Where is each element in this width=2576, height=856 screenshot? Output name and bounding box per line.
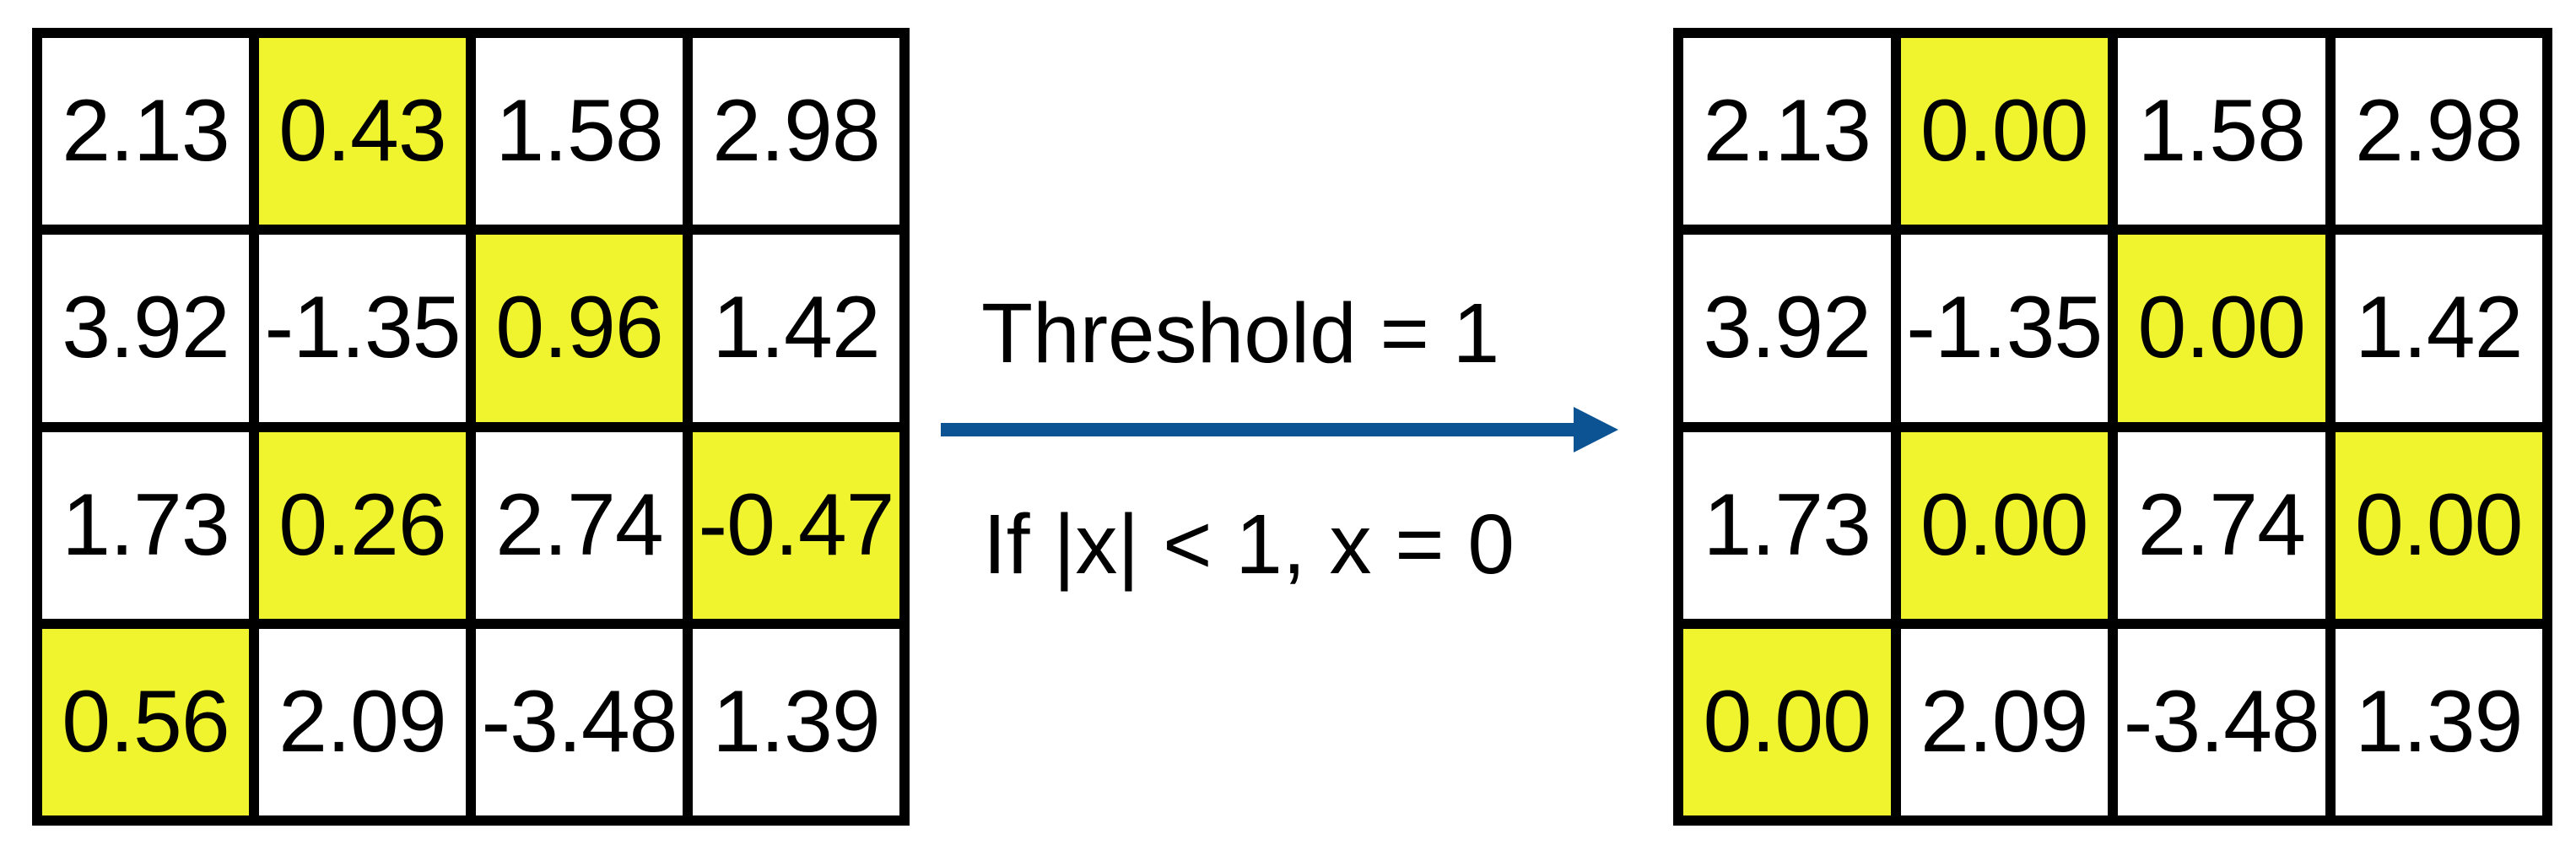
matrix-cell: 3.92 [32, 225, 259, 432]
matrix-cell: -0.47 [683, 421, 910, 629]
table-row: 2.13 0.43 1.58 2.98 [32, 27, 910, 236]
matrix-cell: 2.13 [1673, 27, 1901, 236]
matrix-cell: 0.00 [2325, 421, 2552, 629]
matrix-cell: 1.73 [32, 421, 259, 629]
table-row: 2.13 0.00 1.58 2.98 [1673, 27, 2552, 236]
matrix-cell: 0.00 [1890, 27, 2118, 236]
matrix-cell: 0.56 [32, 618, 259, 826]
rule-label: If |x| < 1, x = 0 [983, 497, 1515, 592]
matrix-cell: 1.58 [2108, 27, 2336, 236]
matrix-cell: 0.43 [249, 27, 476, 236]
matrix-cell: 1.42 [683, 225, 910, 432]
input-matrix: 2.13 0.43 1.58 2.98 3.92 -1.35 0.96 1.42… [32, 27, 910, 826]
arrow-head [1574, 407, 1618, 452]
matrix-cell: 0.00 [1673, 618, 1901, 826]
table-row: 1.73 0.00 2.74 0.00 [1673, 421, 2552, 629]
matrix-cell: -1.35 [1890, 225, 2118, 432]
matrix-cell: 2.74 [2108, 421, 2336, 629]
matrix-cell: -1.35 [249, 225, 476, 432]
matrix-cell: 1.39 [2325, 618, 2552, 826]
matrix-cell: -3.48 [2108, 618, 2336, 826]
threshold-label: Threshold = 1 [981, 286, 1500, 381]
matrix-cell: 3.92 [1673, 225, 1901, 432]
table-row: 1.73 0.26 2.74 -0.47 [32, 421, 910, 629]
matrix-cell: 0.00 [1890, 421, 2118, 629]
output-matrix: 2.13 0.00 1.58 2.98 3.92 -1.35 0.00 1.42… [1673, 27, 2552, 826]
matrix-cell: -3.48 [466, 618, 693, 826]
matrix-cell: 0.00 [2108, 225, 2336, 432]
matrix-cell: 2.98 [683, 27, 910, 236]
matrix-cell: 1.73 [1673, 421, 1901, 629]
matrix-cell: 2.09 [1890, 618, 2118, 826]
matrix-cell: 2.09 [249, 618, 476, 826]
arrow-shaft [941, 423, 1574, 436]
table-row: 3.92 -1.35 0.00 1.42 [1673, 225, 2552, 432]
table-row: 3.92 -1.35 0.96 1.42 [32, 225, 910, 432]
matrix-cell: 2.98 [2325, 27, 2552, 236]
table-row: 0.56 2.09 -3.48 1.39 [32, 618, 910, 826]
matrix-cell: 2.13 [32, 27, 259, 236]
matrix-cell: 1.42 [2325, 225, 2552, 432]
table-row: 0.00 2.09 -3.48 1.39 [1673, 618, 2552, 826]
matrix-cell: 0.26 [249, 421, 476, 629]
matrix-cell: 1.58 [466, 27, 693, 236]
matrix-cell: 0.96 [466, 225, 693, 432]
matrix-cell: 2.74 [466, 421, 693, 629]
matrix-cell: 1.39 [683, 618, 910, 826]
